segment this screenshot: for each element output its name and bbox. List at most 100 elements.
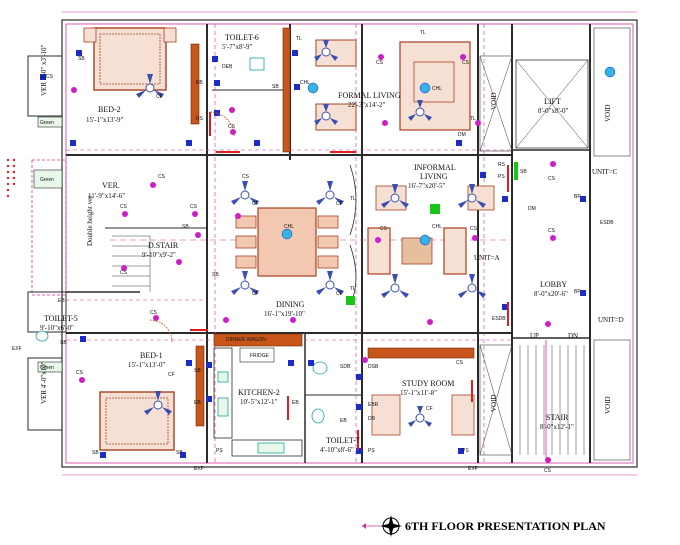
sym-cf-1: CF [156, 94, 163, 100]
sym-cf-5: CF [336, 291, 343, 297]
room-dim-informal-living: 16'-7"x20'-5" [408, 182, 446, 190]
green-label-mid: Green [40, 177, 54, 183]
chandeliers [281, 66, 616, 246]
plan-title-block: 6TH FLOOR PRESENTATION PLAN [362, 515, 606, 537]
sym-eb-2: EB [194, 400, 201, 406]
room-name-kitchen-2: KITCHEN-2 [238, 388, 280, 397]
sym-sb-1: SB [78, 56, 85, 62]
void-areas [479, 27, 631, 461]
sym-sb-3: SB [520, 169, 527, 175]
sym-cs-6: CS [158, 174, 166, 180]
sym-cs-13: CS [544, 468, 552, 474]
ver-label-top: VER 2'-0" x3'-10" [40, 44, 48, 96]
sym-dm-1: DM [458, 132, 466, 138]
room-dim-bed-1: 15'-1"x13'-0" [128, 361, 166, 369]
sym-cs-9: CS [120, 270, 128, 276]
sym-chl-1: CHL [300, 80, 310, 86]
sym-tl-2: TL [296, 36, 302, 42]
room-name-lift: LIFT [544, 97, 561, 106]
room-name-formal-living: FORMAL LIVING [338, 91, 401, 100]
sym-dsb-1: DSB [368, 364, 379, 370]
sym-cs-15: CS [470, 226, 478, 232]
sym-cs-3: CS [376, 60, 384, 66]
sym-ps-3: PS [368, 448, 375, 454]
room-name-informal-living-2: LIVING [420, 172, 448, 181]
sym-ebr-1: EBR [368, 402, 379, 408]
sym-chl-2: CHL [432, 86, 442, 92]
sym-sb-4: SB [182, 224, 189, 230]
room-dim-stair: 8'-0"x12'-1" [540, 423, 574, 431]
plan-title: 6TH FLOOR PRESENTATION PLAN [405, 519, 606, 533]
sym-cs-8: CS [190, 204, 198, 210]
exf-label-left: EXF [12, 346, 22, 352]
sym-chl-3: CHL [284, 224, 294, 230]
sym-cs-4: CS [462, 60, 470, 66]
sym-sb-5: SB [194, 368, 201, 374]
room-dim-lobby: 8'-0"x20'-6" [534, 290, 568, 298]
furniture [35, 27, 495, 457]
exf-label-bottom-2: EXF [468, 466, 478, 472]
room-name-ver: VER. [102, 181, 120, 190]
sym-cs-10: CS [456, 360, 464, 366]
room-name-stair: STAIR [546, 413, 569, 422]
bed-2-bed [93, 27, 167, 91]
unit-c-label: UNIT=C [592, 168, 618, 176]
room-name-bed-1: BED-1 [140, 351, 163, 360]
sym-rs-1: RS [196, 116, 204, 122]
fridge-label: FRIDGE [250, 353, 270, 359]
sym-ebg-1: EB [292, 400, 299, 406]
room-name-bed-2: BED-2 [98, 105, 121, 114]
sym-cf-6: CF [168, 372, 175, 378]
doors [149, 111, 509, 450]
room-name-toilet-7: TOILET-7 [326, 436, 360, 445]
double-height-label: Double height ver [86, 195, 94, 246]
sym-deb-1: DEB [222, 64, 233, 70]
sym-ps-1: PS [498, 174, 505, 180]
void-label-right-top: VOID [604, 105, 612, 123]
misc-labels: VOID VOID VOID VOID Green Green Green Do… [12, 44, 624, 472]
unit-a-label: UNIT=A [474, 254, 500, 262]
sym-sb-8: SB [60, 340, 67, 346]
walls [61, 11, 638, 476]
room-name-toilet-5: TOILET-5 [44, 314, 78, 323]
room-dim-toilet-5: 9'-10"x6'-0" [40, 324, 74, 332]
room-name-lobby: LOBBY [540, 280, 567, 289]
room-dim-toilet-6: 5'-7"x8'-9" [222, 43, 253, 51]
sym-cs-5: CS [242, 174, 250, 180]
sockets [71, 54, 556, 463]
room-name-dining: DINING [276, 300, 305, 309]
exf-label-bottom-1: EXF [194, 466, 204, 472]
room-dim-lift: 8'-0"x8'-0" [538, 107, 569, 115]
sym-esdb-2: ESDB [492, 316, 506, 322]
stair-dn-label: DN [568, 332, 578, 340]
sym-db-1: DB [368, 416, 376, 422]
room-dim-dining: 16'-1"x19'-10" [264, 310, 305, 318]
room-dim-kitchen-2: 10'-5"x12'-1" [240, 398, 278, 406]
sym-tl-1: TL [420, 30, 426, 36]
void-label-right-bottom: VOID [604, 397, 612, 415]
room-name-d-stair: D.STAIR [148, 241, 179, 250]
sym-sb-6: SB [176, 450, 183, 456]
sym-cf-4: CF [252, 291, 259, 297]
sym-eb-1: EB [196, 80, 203, 86]
sym-cs-11: CS [548, 176, 556, 182]
dinner-wagon-label: DINNER WAGON [226, 337, 266, 343]
room-labels: BED-2 15'-1"x13'-9" TOILET-6 5'-7"x8'-9"… [40, 33, 574, 454]
sym-dm-2: DM [528, 206, 536, 212]
stair-up-label: UP [530, 332, 539, 340]
room-dim-ver: 11'-9"x14'-6" [88, 192, 125, 200]
north-arrow-icon [380, 515, 402, 537]
bed-1-bed [99, 391, 175, 451]
sym-sb-2: SB [272, 84, 279, 90]
left-edge-dots [6, 158, 16, 198]
sym-cs-7: CS [120, 204, 128, 210]
sym-ub-1: SB [212, 272, 219, 278]
sym-bp-2: BP [574, 289, 581, 295]
room-name-informal-living: INFORMAL [414, 163, 456, 172]
green-label-top: Green [40, 120, 54, 126]
void-label-bottom: VOID [490, 395, 498, 413]
sym-rs-2: RS [498, 162, 506, 168]
room-name-toilet-6: TOILET-6 [225, 33, 259, 42]
room-dim-toilet-7: 4'-10"x8'-6" [320, 446, 354, 454]
